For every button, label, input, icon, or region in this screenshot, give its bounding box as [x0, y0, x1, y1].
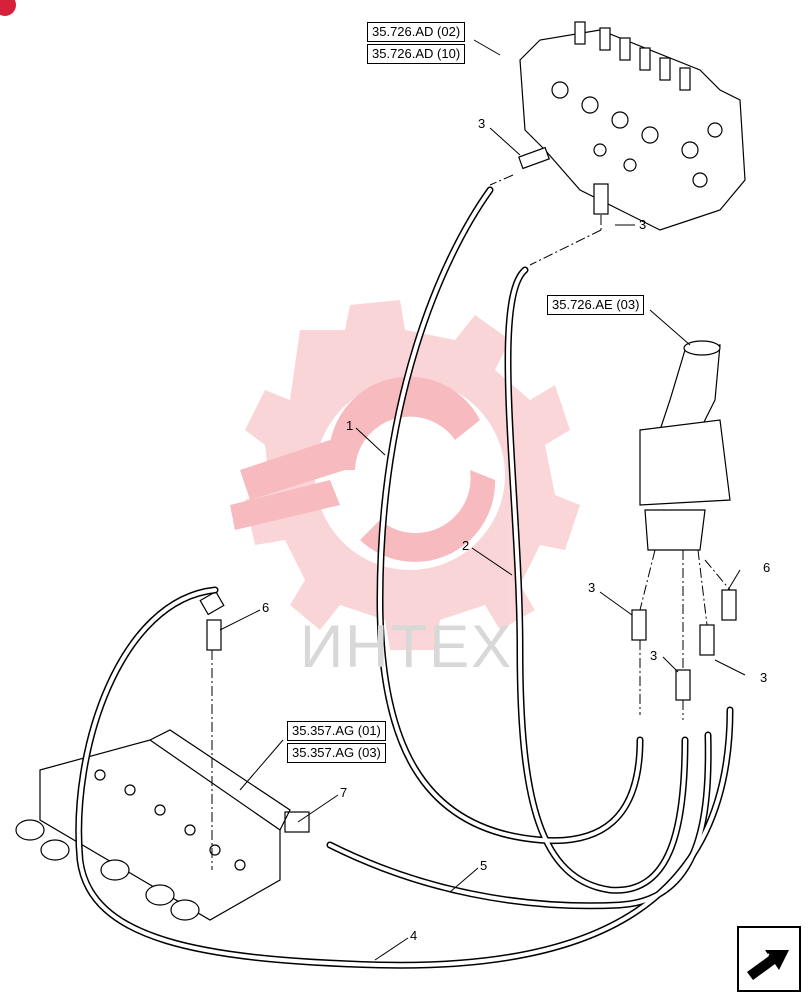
callout-4-hose: 4 [410, 928, 418, 943]
joystick [639, 340, 731, 551]
pilot-manifold [15, 729, 291, 921]
ref-manifold-01[interactable]: 35.357.AG (01) [287, 721, 386, 741]
corner-badge-icon [0, 0, 16, 16]
callout-3-fitting-top: 3 [478, 116, 486, 131]
watermark-text: ИНТЕХ [300, 613, 514, 680]
callout-6-fitting-left: 6 [262, 600, 270, 615]
callout-1-hose: 1 [346, 418, 354, 433]
fittings [199, 146, 737, 833]
callout-7-elbow: 7 [340, 785, 348, 800]
arrow-next-page-icon [747, 950, 789, 980]
control-valve-bank [519, 21, 746, 231]
watermark-gear-icon [230, 300, 580, 650]
ref-joystick-03[interactable]: 35.726.AE (03) [547, 295, 645, 315]
callout-3-fitting-left: 3 [588, 580, 596, 595]
leader-lines [219, 39, 746, 961]
ref-manifold-03[interactable]: 35.357.AG (03) [287, 743, 386, 763]
callout-2-hose: 2 [462, 538, 470, 553]
callout-3-fitting-valve: 3 [639, 217, 647, 232]
ref-valve-bank-02[interactable]: 35.726.AD (02) [367, 22, 466, 42]
next-page-button[interactable] [737, 926, 801, 992]
callout-3-fitting-mid: 3 [650, 648, 658, 663]
connection-lines [211, 174, 731, 870]
callout-3-fitting-right: 3 [760, 670, 768, 685]
ref-valve-bank-10[interactable]: 35.726.AD (10) [367, 44, 466, 64]
callout-6-fitting-right: 6 [763, 560, 771, 575]
callout-5-hose: 5 [480, 858, 488, 873]
